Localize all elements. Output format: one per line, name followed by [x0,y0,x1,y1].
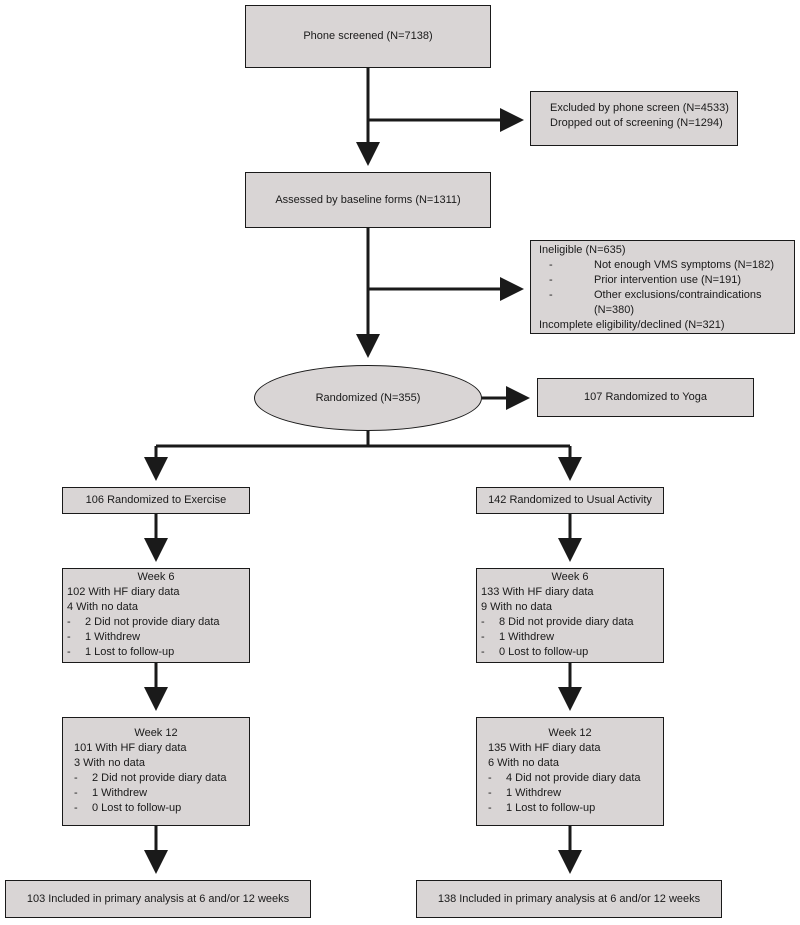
usual-week12-box: Week 12 135 With HF diary data 6 With no… [476,717,664,826]
no-data-item-text: 0 Lost to follow-up [92,802,182,814]
no-data-item: - 2 Did not provide diary data [74,771,249,786]
list-marker: - [74,802,78,814]
no-data-item: - 1 Withdrew [67,630,249,645]
no-data-line: 3 With no data [74,757,145,769]
no-data-item: - 1 Lost to follow-up [488,801,663,816]
no-data-item-text: 1 Withdrew [499,631,555,643]
randomized-label: Randomized (N=355) [315,392,421,404]
hf-diary-line: 101 With HF diary data [74,742,187,754]
no-data-item: - 1 Withdrew [488,786,663,801]
no-data-line: 4 With no data [67,601,138,613]
week12-title: Week 12 [134,727,178,739]
list-marker: - [67,631,71,643]
usual-analysis-label: 138 Included in primary analysis at 6 an… [437,892,701,905]
baseline-box: Assessed by baseline forms (N=1311) [245,172,491,228]
usual-allocation-label: 142 Randomized to Usual Activity [488,494,652,506]
week6-title: Week 6 [551,571,589,583]
ineligible-item-text: Prior intervention use (N=191) [594,274,742,286]
incomplete-declined-line: Incomplete eligibility/declined (N=321) [539,319,725,331]
no-data-item-text: 1 Withdrew [92,787,148,799]
no-data-item-text: 2 Did not provide diary data [85,616,220,628]
ineligible-item: - Prior intervention use (N=191) [539,273,794,288]
no-data-line: 9 With no data [481,601,552,613]
list-marker: - [488,802,492,814]
no-data-item: - 2 Did not provide diary data [67,615,249,630]
no-data-item-text: 4 Did not provide diary data [506,772,641,784]
exercise-week6-box: Week 6 102 With HF diary data 4 With no … [62,568,250,663]
list-marker: - [488,787,492,799]
no-data-item: - 8 Did not provide diary data [481,615,663,630]
exercise-analysis-label: 103 Included in primary analysis at 6 an… [26,892,290,905]
exclusion-box-1: Excluded by phone screen (N=4533) Droppe… [530,91,738,146]
no-data-item-text: 1 Lost to follow-up [506,802,596,814]
no-data-item-text: 1 Lost to follow-up [85,646,175,658]
list-marker: - [74,787,78,799]
phone-screened-box: Phone screened (N=7138) [245,5,491,68]
list-marker: - [74,772,78,784]
ineligible-header: Ineligible (N=635) [539,244,626,256]
no-data-item: - 0 Lost to follow-up [74,801,249,816]
usual-week6-box: Week 6 133 With HF diary data 9 With no … [476,568,664,663]
week6-title: Week 6 [137,571,175,583]
excluded-phone-line: Excluded by phone screen (N=4533) [550,102,729,114]
no-data-item: - 1 Withdrew [74,786,249,801]
week12-title: Week 12 [548,727,592,739]
phone-screened-label: Phone screened (N=7138) [303,30,433,42]
exercise-allocation-label: 106 Randomized to Exercise [85,494,227,506]
no-data-item: - 4 Did not provide diary data [488,771,663,786]
exercise-week12-box: Week 12 101 With HF diary data 3 With no… [62,717,250,826]
randomized-ellipse: Randomized (N=355) [254,365,482,431]
list-marker: - [481,616,485,628]
ineligible-item: - Other exclusions/contraindications (N=… [539,288,794,318]
list-marker: - [549,289,553,301]
list-marker: - [549,259,553,271]
yoga-box: 107 Randomized to Yoga [537,378,754,417]
no-data-item: - 1 Withdrew [481,630,663,645]
yoga-label: 107 Randomized to Yoga [584,391,707,403]
list-marker: - [67,616,71,628]
ineligible-item: - Not enough VMS symptoms (N=182) [539,258,794,273]
hf-diary-line: 102 With HF diary data [67,586,180,598]
list-marker: - [67,646,71,658]
ineligible-item-text: Other exclusions/contraindications (N=38… [594,289,762,316]
no-data-item: - 1 Lost to follow-up [67,645,249,660]
hf-diary-line: 135 With HF diary data [488,742,601,754]
no-data-line: 6 With no data [488,757,559,769]
no-data-item-text: 8 Did not provide diary data [499,616,634,628]
no-data-item-text: 1 Withdrew [506,787,562,799]
exclusion-box-2: Ineligible (N=635) - Not enough VMS symp… [530,240,795,334]
no-data-item-text: 1 Withdrew [85,631,141,643]
no-data-item: - 0 Lost to follow-up [481,645,663,660]
list-marker: - [549,274,553,286]
ineligible-item-text: Not enough VMS symptoms (N=182) [594,259,775,271]
exercise-allocation-box: 106 Randomized to Exercise [62,487,250,514]
dropped-out-line: Dropped out of screening (N=1294) [550,117,723,129]
usual-analysis-box: 138 Included in primary analysis at 6 an… [416,880,722,918]
exercise-analysis-box: 103 Included in primary analysis at 6 an… [5,880,311,918]
list-marker: - [481,646,485,658]
usual-allocation-box: 142 Randomized to Usual Activity [476,487,664,514]
list-marker: - [488,772,492,784]
no-data-item-text: 0 Lost to follow-up [499,646,589,658]
list-marker: - [481,631,485,643]
hf-diary-line: 133 With HF diary data [481,586,594,598]
baseline-label: Assessed by baseline forms (N=1311) [275,193,461,206]
no-data-item-text: 2 Did not provide diary data [92,772,227,784]
